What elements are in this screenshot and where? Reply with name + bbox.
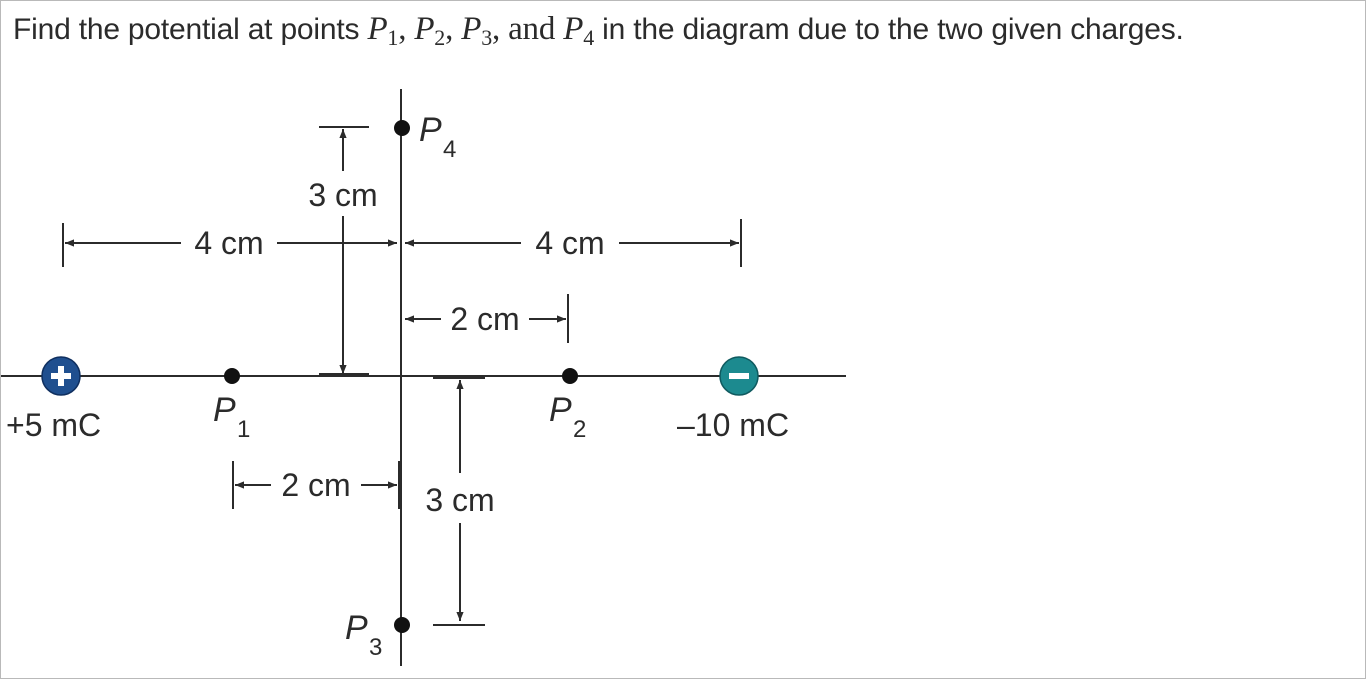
positive-charge-icon [41,356,81,396]
point-p1-label: P 1 [213,391,250,443]
charge-diagram: 4 cm 4 cm 2 cm 2 cm 3 cm 3 cm P 1 P 2 P … [1,89,846,666]
point-p2-label: P 2 [549,391,586,443]
point-p2-dot [562,368,578,384]
negative-charge-icon [719,356,759,396]
question-prefix: Find the potential at points [13,13,368,46]
label-positive-charge: +5 mC [6,407,101,443]
svg-text:P: P [213,391,236,429]
point-p3-dot [394,617,410,633]
point-p1-dot [224,368,240,384]
point-p4-label: P 4 [419,111,456,163]
label-right-4cm: 4 cm [535,225,604,261]
point-p3-label: P 3 [345,609,382,661]
svg-text:1: 1 [237,416,250,443]
label-left-4cm: 4 cm [194,225,263,261]
question-suffix: in the diagram due to the two given char… [594,13,1184,46]
point-ref-p3: P3 [461,11,492,50]
point-ref-p4: P4 [563,11,594,50]
label-p3-depth: 3 cm [425,482,494,518]
separator: , [445,11,462,47]
separator: , [492,11,509,47]
separator: , [398,11,415,47]
svg-text:P: P [549,391,572,429]
svg-text:2: 2 [573,416,586,443]
label-negative-charge: –10 mC [677,407,789,443]
question-text: Find the potential at points P1, P2, P3,… [13,11,1184,51]
svg-text:P: P [419,111,442,149]
svg-text:P: P [345,609,368,647]
point-ref-p1: P1 [367,11,399,50]
and-word: and [508,11,564,47]
label-p1-offset: 2 cm [281,467,350,503]
point-ref-p2: P2 [414,11,446,50]
svg-text:4: 4 [443,136,456,163]
label-p4-height: 3 cm [308,177,377,213]
svg-text:3: 3 [369,634,382,661]
point-p4-dot [394,120,410,136]
label-p2-offset: 2 cm [450,301,519,337]
